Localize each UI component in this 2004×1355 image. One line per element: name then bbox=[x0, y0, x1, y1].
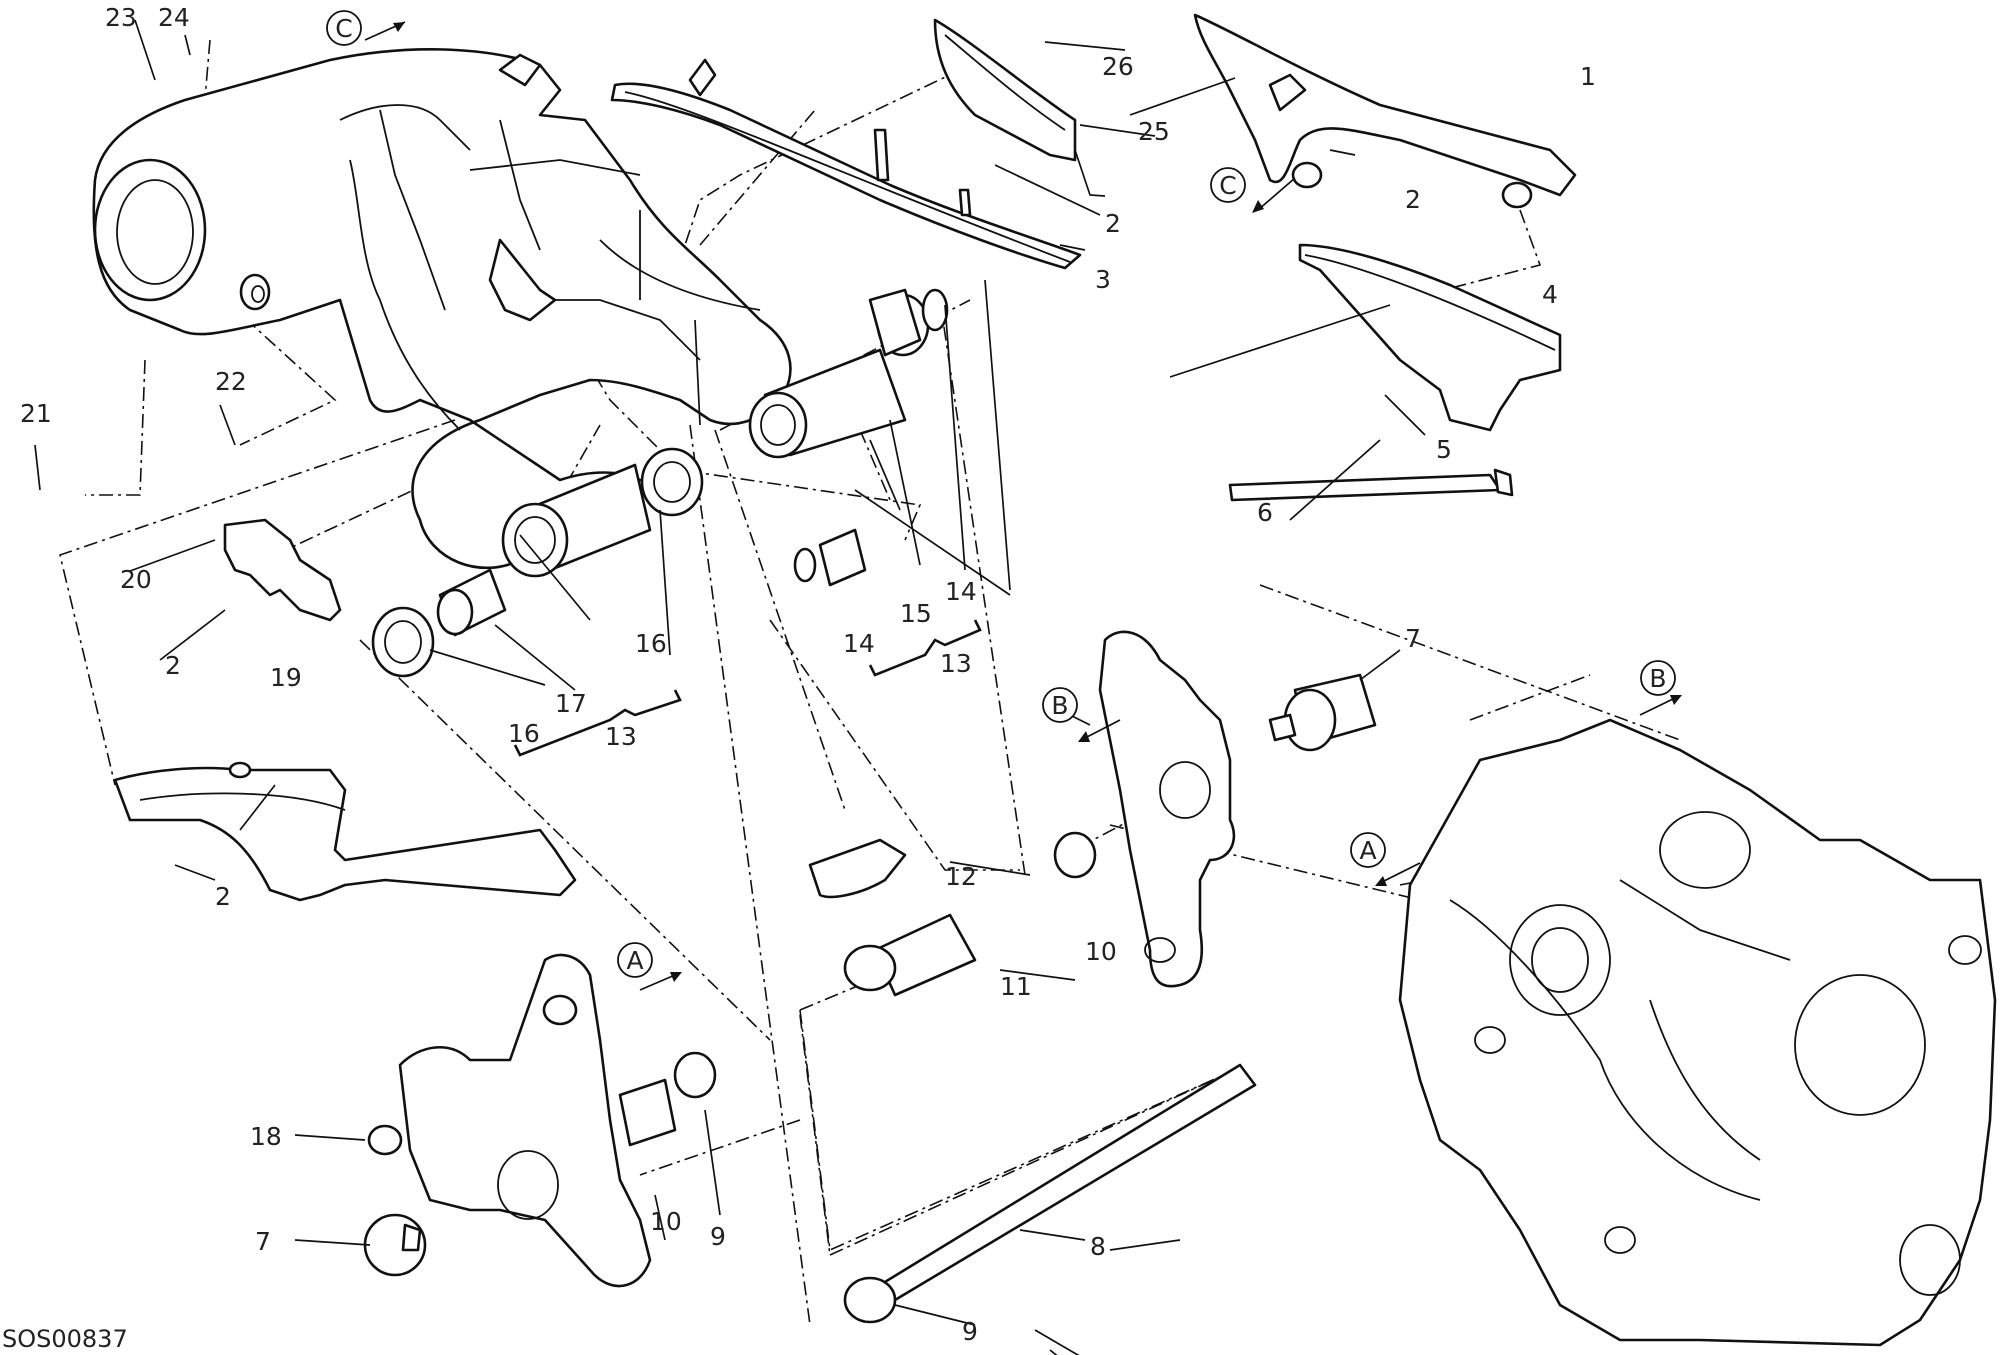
callout-7: 7 bbox=[255, 1227, 271, 1256]
ref-marker-a-left: A bbox=[617, 942, 682, 991]
chain-slider bbox=[113, 761, 577, 902]
diagram-code: SOS00837 bbox=[2, 1325, 128, 1353]
callout-4: 4 bbox=[1542, 280, 1558, 309]
svg-text:B: B bbox=[1649, 664, 1666, 693]
spacer-11 bbox=[843, 913, 977, 997]
callout-26: 26 bbox=[1102, 52, 1134, 81]
ref-marker-b-left: B bbox=[1042, 687, 1121, 742]
svg-text:C: C bbox=[1219, 171, 1236, 200]
callout-16: 16 bbox=[635, 629, 667, 658]
callout-9: 9 bbox=[710, 1222, 726, 1251]
callout-2: 2 bbox=[165, 651, 181, 680]
chain-guard bbox=[1193, 13, 1577, 209]
ref-marker-a-right: A bbox=[1350, 832, 1421, 886]
callout-2: 2 bbox=[215, 882, 231, 911]
callout-2: 2 bbox=[1105, 209, 1121, 238]
lower-chain-guide bbox=[1298, 243, 1562, 432]
ref-marker-c-right: C bbox=[1210, 167, 1296, 213]
eccentric-hub-left bbox=[363, 953, 717, 1288]
bracket bbox=[223, 518, 342, 622]
callout-1: 1 bbox=[1580, 62, 1596, 91]
callout-22: 22 bbox=[215, 367, 247, 396]
callout-10: 10 bbox=[1085, 937, 1117, 966]
callout-24: 24 bbox=[158, 3, 190, 32]
callout-15: 15 bbox=[900, 599, 932, 628]
crankcase bbox=[1398, 718, 1997, 1347]
callout-19: 19 bbox=[270, 663, 302, 692]
ref-marker-c-top: C bbox=[326, 10, 406, 46]
callout-labels: 1 2 2 2 2 3 4 5 6 7 7 8 9 9 10 10 11 12 … bbox=[2, 3, 1596, 1353]
swingarm bbox=[92, 48, 907, 578]
callout-20: 20 bbox=[120, 565, 152, 594]
callout-14: 14 bbox=[945, 577, 977, 606]
callout-13: 13 bbox=[605, 722, 637, 751]
leader-lines bbox=[34, 19, 1426, 1355]
pad-12 bbox=[808, 838, 907, 899]
callout-2: 2 bbox=[1405, 185, 1421, 214]
callout-16: 16 bbox=[508, 719, 540, 748]
braces bbox=[513, 619, 982, 757]
ref-marker-b-right: B bbox=[1639, 660, 1682, 716]
callout-9: 9 bbox=[962, 1317, 978, 1346]
callout-13: 13 bbox=[940, 649, 972, 678]
callout-21: 21 bbox=[20, 399, 52, 428]
svg-text:A: A bbox=[626, 946, 643, 975]
shaft-8 bbox=[843, 1063, 1257, 1324]
upper-chain-guide bbox=[610, 58, 1082, 270]
small-cover bbox=[933, 18, 1077, 162]
callout-12: 12 bbox=[945, 862, 977, 891]
callout-10: 10 bbox=[650, 1207, 682, 1236]
reference-markers: C C B B A A bbox=[326, 10, 1682, 991]
callout-14: 14 bbox=[843, 629, 875, 658]
eccentric-hub bbox=[1053, 630, 1236, 988]
svg-text:C: C bbox=[335, 14, 352, 43]
svg-text:A: A bbox=[1359, 836, 1376, 865]
callout-18: 18 bbox=[250, 1122, 282, 1151]
threaded-shaft bbox=[1228, 468, 1514, 502]
callout-3: 3 bbox=[1095, 265, 1111, 294]
callout-11: 11 bbox=[1000, 972, 1032, 1001]
callout-6: 6 bbox=[1257, 498, 1273, 527]
svg-text:B: B bbox=[1051, 691, 1068, 720]
callout-5: 5 bbox=[1436, 435, 1452, 464]
callout-25: 25 bbox=[1138, 117, 1170, 146]
callout-7: 7 bbox=[1405, 624, 1421, 653]
callout-23: 23 bbox=[105, 3, 137, 32]
adjuster-7 bbox=[1268, 673, 1377, 752]
callout-8: 8 bbox=[1090, 1232, 1106, 1261]
bearings-spacers bbox=[371, 288, 949, 678]
callout-17: 17 bbox=[555, 689, 587, 718]
